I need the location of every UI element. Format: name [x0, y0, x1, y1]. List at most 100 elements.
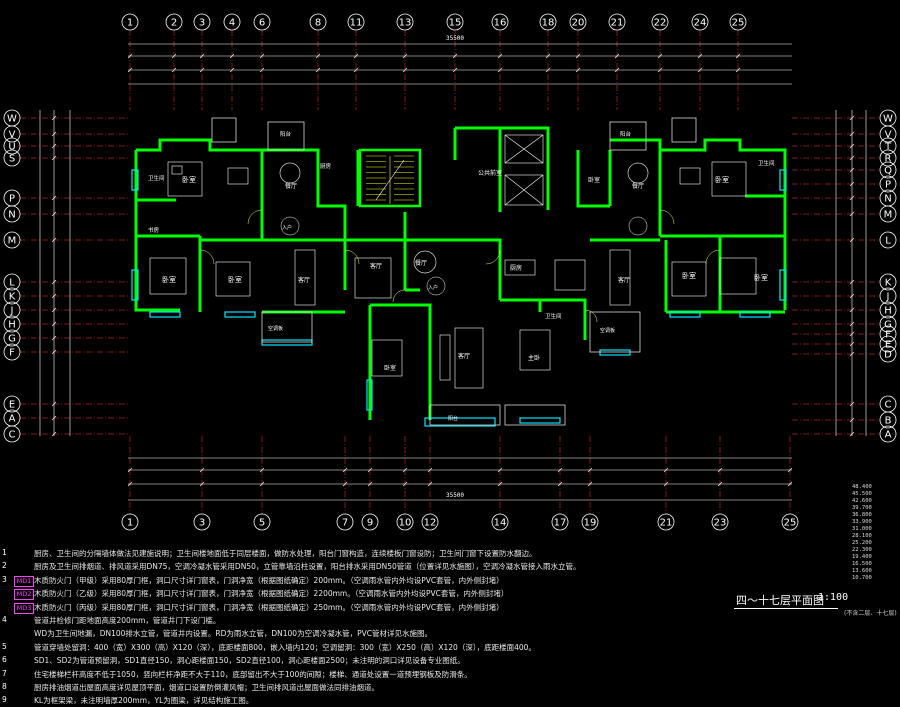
- floor-elevation: 13.600: [852, 568, 872, 574]
- axis-bubble-top-13: 13: [396, 13, 414, 31]
- axis-bubble-top-3: 3: [193, 13, 211, 31]
- dim-tick: [849, 331, 855, 337]
- dim-tick: [575, 67, 581, 73]
- axis-bubble-bottom-1: 1: [121, 513, 139, 531]
- note-number: 1: [2, 548, 7, 557]
- dim-tick: [51, 237, 57, 243]
- floor-elevation: 33.900: [852, 519, 872, 525]
- dimension-lines: [39, 43, 867, 501]
- dim-tick: [367, 481, 373, 487]
- note-text: 管道穿墙处留洞：400（宽）X300（高）X120（深），底距楼面800，嵌入墙…: [34, 642, 536, 652]
- axis-bubble-left-H: H: [3, 315, 21, 333]
- dim-tick: [127, 481, 133, 487]
- svg-text:22: 22: [654, 18, 667, 29]
- axis-bubble-left-N: N: [3, 205, 21, 223]
- dim-tick: [259, 467, 265, 473]
- svg-text:C: C: [9, 430, 16, 441]
- room-label-kitchen-2: 厨房: [510, 264, 522, 272]
- note-text: WD为卫生间地漏，DN100排水立管，管道井内设置。RD为雨水立管，DN100为…: [34, 629, 432, 639]
- note-text: 木质防火门（甲级）采用80厚门框，洞口尺寸详门窗表，门洞净宽（根据图纸确定）20…: [34, 575, 504, 585]
- axis-bubble-top-18: 18: [539, 13, 557, 31]
- svg-text:F: F: [9, 348, 15, 359]
- elevators: [504, 134, 544, 206]
- dim-tick: [452, 53, 458, 59]
- room-label-bedroom-1: 卧室: [182, 175, 196, 184]
- note-text: 厨房及卫生间排烟道、排风道采用DN75，空调冷凝水管采用DN50，立管靠墙沿柱设…: [34, 562, 581, 572]
- axis-bubble-top-11: 11: [347, 13, 365, 31]
- svg-text:19: 19: [584, 518, 597, 529]
- axis-bubble-top-15: 15: [446, 13, 464, 31]
- svg-text:L: L: [885, 236, 891, 247]
- dim-tick: [849, 115, 855, 121]
- floor-elevation: 10.700: [852, 575, 872, 581]
- axis-bubble-top-8: 8: [309, 13, 327, 31]
- dim-tick: [849, 351, 855, 357]
- dim-tick: [51, 195, 57, 201]
- dim-tick: [849, 131, 855, 137]
- dim-tick: [229, 53, 235, 59]
- dim-tick: [587, 467, 593, 473]
- dim-tick: [171, 53, 177, 59]
- svg-text:A: A: [885, 430, 892, 441]
- dim-tick: [229, 67, 235, 73]
- note-row: 6 SD1、SD2为管道预留洞，SD1直径150，洞心距楼面150，SD2直径10…: [0, 655, 720, 667]
- axis-bubble-left-F: F: [3, 343, 21, 361]
- note-number: 3: [2, 574, 7, 584]
- dim-tick: [51, 321, 57, 327]
- bottom-total-dimension: 35500: [446, 492, 464, 499]
- dim-tick: [171, 67, 177, 73]
- note-door-tag: MD2: [14, 589, 34, 601]
- windows: [131, 169, 787, 427]
- room-label-study: 书房: [148, 226, 160, 234]
- axis-bubble-left-K: K: [3, 287, 21, 305]
- dim-tick: [849, 195, 855, 201]
- dim-tick: [127, 67, 133, 73]
- axis-bubble-left-L: L: [3, 273, 21, 291]
- room-label-kitchen-1: 厨房: [320, 162, 332, 170]
- axis-bubble-right-T: T: [879, 137, 897, 155]
- dim-tick: [342, 481, 348, 487]
- room-label-balcony-3: 阳台: [620, 130, 632, 138]
- room-label-dining-2: 餐厅: [415, 259, 427, 267]
- note-door-tag: MD3: [14, 602, 34, 614]
- axis-bubble-right-V: V: [879, 125, 897, 143]
- axis-bubble-left-E: E: [3, 395, 21, 413]
- dim-tick: [51, 349, 57, 355]
- dim-tick: [849, 279, 855, 285]
- svg-text:R: R: [885, 154, 892, 165]
- svg-text:J: J: [886, 292, 890, 303]
- room-label-bedroom-2: 卧室: [162, 275, 176, 284]
- axis-bubble-top-21: 21: [608, 13, 626, 31]
- walls: [134, 126, 787, 420]
- note-number: 6: [2, 655, 7, 665]
- dim-tick: [259, 67, 265, 73]
- stair-arrow: [375, 159, 405, 201]
- svg-text:18: 18: [542, 18, 555, 29]
- dim-tick: [497, 53, 503, 59]
- svg-text:21: 21: [660, 518, 673, 529]
- dim-tick: [51, 307, 57, 313]
- note-number: 5: [2, 641, 7, 651]
- axis-bubble-bottom-10: 10: [396, 513, 414, 531]
- dim-tick: [353, 67, 359, 73]
- svg-text:6: 6: [259, 18, 265, 29]
- axis-bubble-top-2: 2: [165, 13, 183, 31]
- floor-elevation: 48.400: [852, 484, 872, 490]
- note-text: SD1、SD2为管道预留洞，SD1直径150，洞心距楼面150，SD2直径100…: [34, 656, 465, 666]
- note-text: 木质防火门（乙级）采用80厚门框，洞口尺寸详门窗表，门洞净宽（根据图纸确定）22…: [34, 589, 509, 599]
- dim-tick: [51, 279, 57, 285]
- svg-text:13: 13: [399, 18, 412, 29]
- svg-text:F: F: [885, 330, 891, 341]
- drawing-scale-note: (不含二层、十七层): [844, 610, 897, 617]
- dim-tick: [51, 415, 57, 421]
- svg-text:3: 3: [199, 18, 205, 29]
- axis-bubble-top-1: 1: [121, 13, 139, 31]
- dim-tick: [663, 467, 669, 473]
- dim-tick: [51, 131, 57, 137]
- svg-text:10: 10: [399, 518, 412, 529]
- axis-bubble-top-16: 16: [491, 13, 509, 31]
- dim-tick: [697, 67, 703, 73]
- furniture: [149, 161, 757, 389]
